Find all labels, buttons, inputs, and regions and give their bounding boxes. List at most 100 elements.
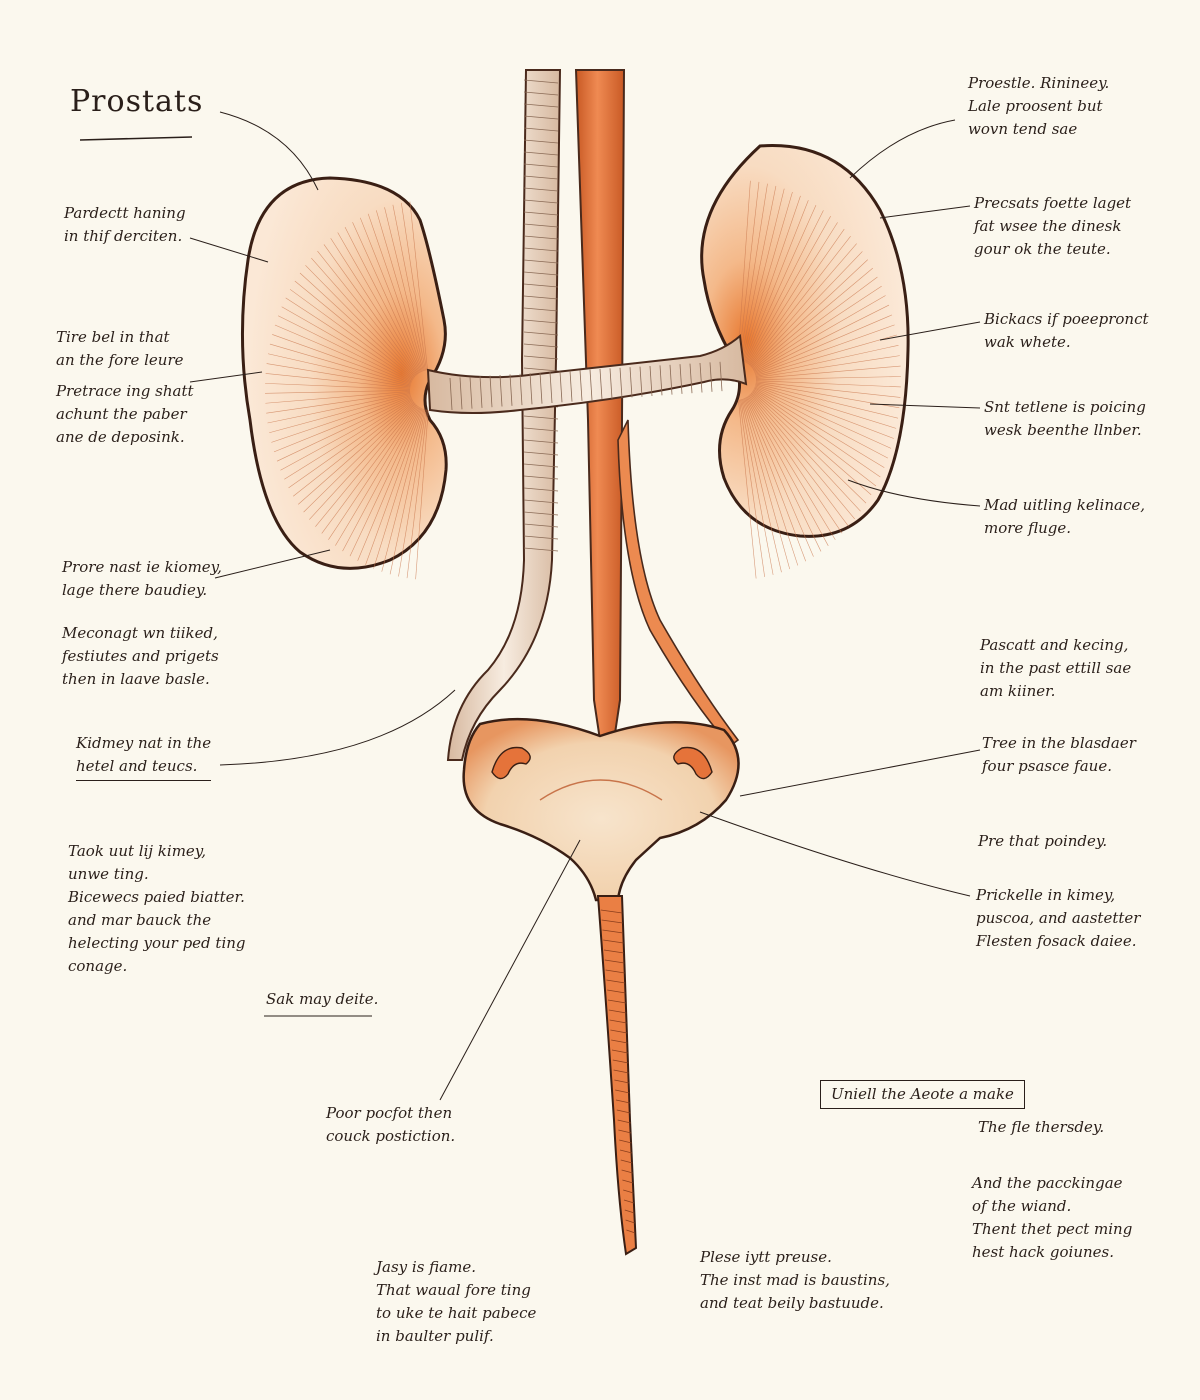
kidney-stria: [311, 257, 416, 377]
page-title: Prostats: [70, 84, 204, 119]
label-right-6: Pascatt and kecing, in the past ettill s…: [980, 636, 1132, 700]
kidney-stria: [754, 386, 892, 449]
urethra-ring: [603, 939, 624, 944]
left-ureter: [446, 69, 562, 761]
label-right-2: Precsats foette laget fat wsee the dines…: [974, 194, 1132, 258]
kidney-stria: [305, 265, 416, 378]
label-left-8: Sak may deite.: [266, 990, 379, 1008]
kidney-stria: [392, 204, 426, 371]
kidney-stria: [284, 399, 413, 480]
kidney-stria: [266, 363, 411, 388]
label-left-2: Tire bel in that an the fore leure: [56, 328, 184, 369]
kidney-stria: [751, 392, 867, 504]
kidney-stria: [740, 399, 774, 575]
urethra-ring: [622, 1179, 634, 1184]
vessel-ring: [539, 372, 543, 404]
bladder-right-fold: [673, 746, 713, 780]
kidney-stria: [739, 183, 768, 361]
vessel-ring: [509, 374, 513, 406]
urethra-ring: [604, 959, 625, 964]
kidney-stria: [755, 324, 895, 375]
kidney-stria: [271, 395, 411, 443]
kidney-stria: [265, 391, 411, 404]
vessel-ring: [559, 371, 563, 403]
title-underline: [79, 136, 193, 141]
kidney-stria: [265, 390, 411, 394]
urethra-ring: [623, 1189, 634, 1194]
ureter-ring: [523, 463, 559, 468]
vessel-ring: [639, 366, 643, 397]
vessel-ring: [469, 376, 473, 409]
kidney-stria: [745, 397, 814, 557]
kidney-stria: [749, 394, 849, 527]
kidney-stria: [738, 399, 757, 579]
urethra-ring: [623, 1199, 635, 1204]
kidney-stria: [741, 188, 785, 361]
urethra-ring: [609, 1019, 627, 1024]
ureter-ring: [523, 319, 559, 324]
kidney-stria: [375, 210, 424, 372]
kidney-stria: [738, 181, 760, 361]
left-kidney: [240, 176, 448, 570]
bladder-left-fold: [491, 746, 531, 780]
kidney-stria: [384, 207, 425, 371]
ureter-ring: [523, 127, 559, 132]
kidney-stria: [401, 202, 427, 371]
ureter-ring: [523, 235, 559, 240]
label-right-box: Uniell the Aeote a make: [820, 1080, 1025, 1109]
kidney-stria: [753, 295, 886, 372]
label-right-9: Prickelle in kimey, puscoa, and aastette…: [976, 886, 1141, 950]
kidney-stria: [357, 407, 422, 561]
urethra-ring: [625, 1219, 635, 1224]
urethra-ring: [616, 1109, 631, 1114]
kidney-stria: [743, 398, 799, 566]
ureter-ring: [523, 175, 559, 180]
kidney-stria: [381, 409, 425, 572]
kidney-stria: [293, 400, 414, 497]
kidney-stria: [755, 344, 899, 377]
urethra-ring: [614, 1079, 630, 1084]
vessel-ring: [449, 377, 453, 411]
urethra-ring: [624, 1209, 635, 1214]
vessel-ring: [619, 367, 623, 399]
ureter-ring: [523, 487, 559, 492]
ureter-ring: [523, 415, 559, 420]
ureter-ring: [523, 187, 559, 192]
kidney-stria: [277, 315, 412, 383]
ureter-ring: [523, 343, 559, 348]
urethra-ring: [621, 1169, 633, 1174]
ureter-ring: [523, 91, 559, 96]
kidney-stria: [747, 216, 831, 364]
kidney-stria: [755, 382, 900, 409]
ureter-ring: [523, 103, 559, 108]
kidney-stria: [752, 267, 873, 370]
urethra-ring: [619, 1139, 632, 1144]
label-right-8: Pre that poindey.: [978, 832, 1108, 850]
vessel-ring: [629, 367, 633, 398]
ureter-ring: [523, 151, 559, 156]
label-left-7: Taok uut lij kimey, unwe ting. Bicewecs …: [68, 842, 246, 975]
kidney-stria: [746, 396, 829, 546]
vessel-ring: [489, 375, 493, 408]
urethra-ring: [608, 1009, 627, 1014]
kidney-stria: [365, 408, 423, 565]
kidney-stria: [299, 272, 415, 378]
kidney-stria: [755, 365, 901, 379]
left-ureter-rings: [523, 79, 559, 552]
leader-lines: [189, 111, 981, 1101]
kidney-stria: [755, 383, 899, 419]
vessel-ring: [669, 364, 673, 395]
left-kidney-striae: [265, 201, 429, 580]
urethra-ring: [612, 1059, 629, 1064]
kidney-stria: [755, 385, 894, 439]
vessel-ring: [549, 371, 553, 404]
kidney-stria: [367, 213, 423, 372]
kidney-stria: [342, 406, 420, 552]
kidney-stria: [740, 185, 777, 361]
urethra-ring: [600, 909, 623, 914]
label-left-4: Prore nast ie kiomey, lage there baudiey…: [62, 558, 222, 599]
vessel-ring: [699, 362, 703, 393]
ureter-ring: [523, 451, 559, 456]
ureter-ring: [523, 331, 559, 336]
kidney-stria: [748, 222, 838, 365]
